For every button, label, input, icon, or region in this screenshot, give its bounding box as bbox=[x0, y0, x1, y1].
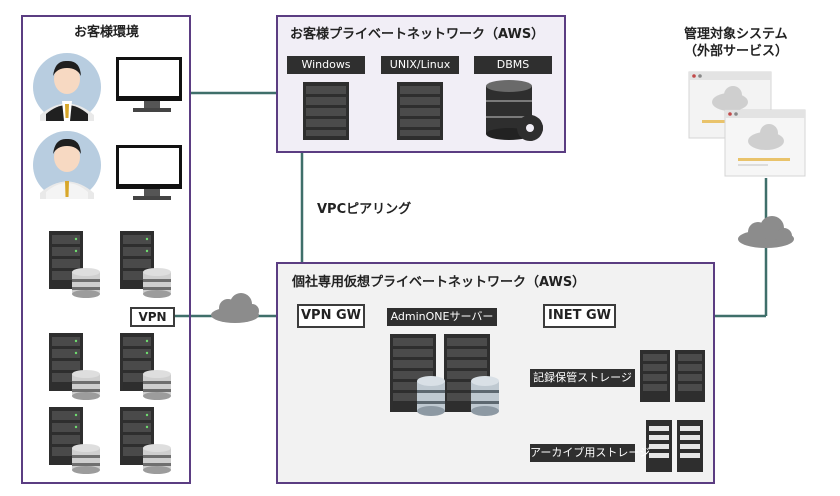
column-label-windows: Windows bbox=[287, 56, 365, 74]
adminone-server-icon bbox=[390, 334, 499, 416]
managed-system-title: 管理対象システム bbox=[684, 27, 788, 42]
user-icon bbox=[33, 53, 101, 121]
inet-gw-label: INET GW bbox=[543, 304, 616, 328]
dedicated-aws-title: 個社専用仮想プライベートネットワーク（AWS） bbox=[292, 275, 586, 290]
record-storage-server-icon bbox=[640, 350, 705, 402]
customer-environment-box bbox=[21, 15, 191, 484]
record-storage-label: 記録保管ストレージ bbox=[530, 369, 635, 387]
vpc-peering-label: VPCピアリング bbox=[317, 202, 412, 217]
vpn-label: VPN bbox=[130, 307, 175, 327]
monitor-icon bbox=[116, 57, 182, 112]
monitor-icon bbox=[116, 145, 182, 200]
vpn-gw-label: VPN GW bbox=[297, 304, 365, 328]
dbms-icon bbox=[486, 80, 543, 141]
customer-environment-title: お客様環境 bbox=[74, 25, 140, 40]
user-icon bbox=[33, 131, 101, 199]
archive-storage-label: アーカイブ用ストレージ bbox=[530, 444, 650, 462]
cloud-icon bbox=[738, 216, 794, 248]
cloud-icon bbox=[211, 293, 259, 323]
archive-storage-server-icon bbox=[646, 420, 703, 472]
column-label-dbms: DBMS bbox=[474, 56, 552, 74]
customer-aws-title: お客様プライベートネットワーク（AWS） bbox=[290, 27, 545, 42]
browser-window-icon bbox=[724, 109, 806, 177]
adminone-server-label: AdminONEサーバー bbox=[387, 308, 497, 326]
column-label-unix: UNIX/Linux bbox=[381, 56, 459, 74]
managed-system-subtitle: （外部サービス） bbox=[684, 44, 789, 59]
